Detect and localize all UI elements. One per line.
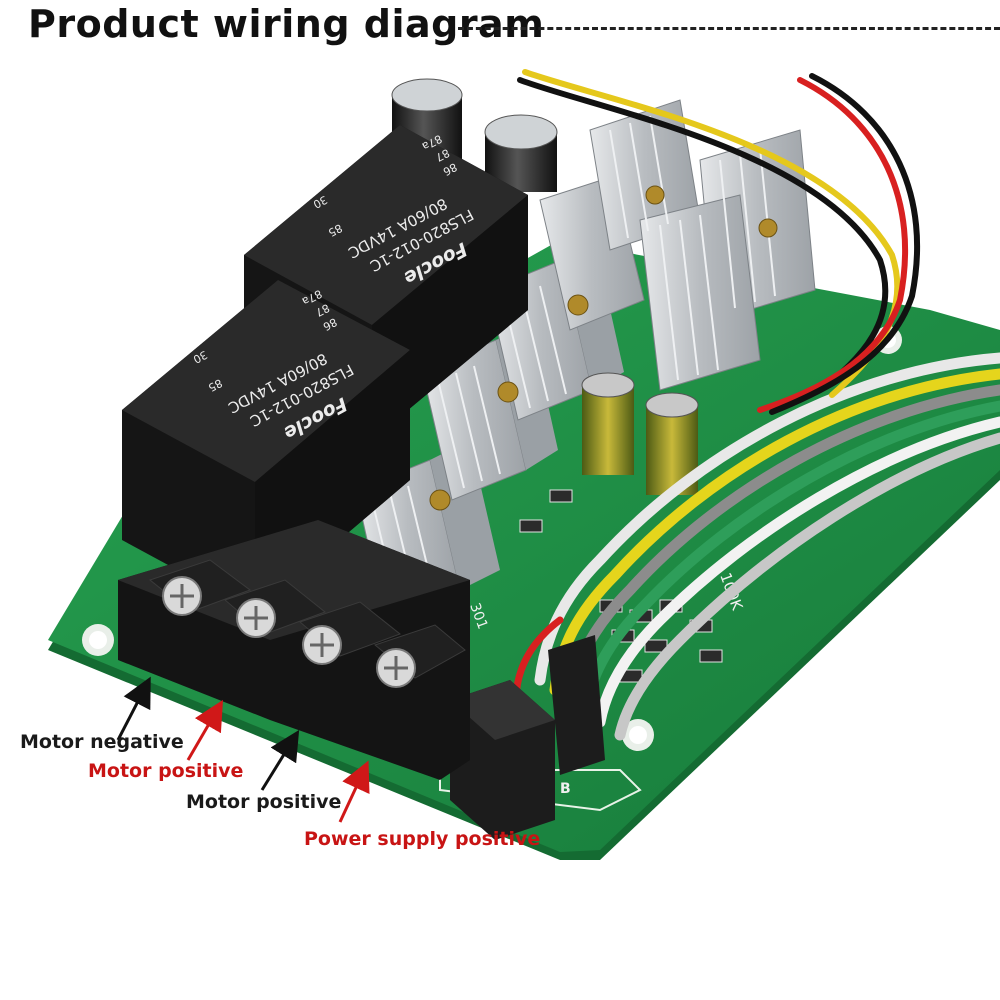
terminal-block bbox=[118, 520, 470, 780]
relay-pin: 87 bbox=[433, 146, 451, 164]
label-power-supply-positive: Power supply positive bbox=[304, 828, 541, 850]
arrow-motor-negative bbox=[116, 676, 151, 741]
relay-pin: 87 bbox=[313, 301, 331, 319]
electrolytic-capacitors bbox=[391, 78, 699, 495]
callout-arrows bbox=[116, 676, 370, 823]
page-title: Product wiring diagram bbox=[28, 2, 545, 46]
label-motor-positive-1: Motor positive bbox=[88, 760, 244, 782]
relay-pin: 30 bbox=[191, 348, 209, 366]
arrow-motor-positive-2 bbox=[260, 729, 300, 791]
label-motor-negative: Motor negative bbox=[20, 731, 184, 753]
relay-pin: 30 bbox=[311, 193, 329, 211]
heatsink-row-right bbox=[589, 99, 816, 391]
arrow-motor-positive-1 bbox=[186, 699, 224, 761]
terminal-screws bbox=[162, 576, 416, 688]
silk-label-b: B bbox=[560, 781, 571, 797]
connector-header bbox=[450, 635, 605, 840]
label-motor-positive-2: Motor positive bbox=[186, 791, 342, 813]
arrow-power-supply-positive bbox=[338, 760, 370, 823]
relay-pin: 86 bbox=[321, 315, 339, 333]
relay-pin: 85 bbox=[326, 221, 344, 239]
relay-pin: 86 bbox=[441, 160, 459, 178]
relay-pin: 85 bbox=[206, 376, 224, 394]
title-dashed-rule bbox=[458, 27, 1000, 30]
